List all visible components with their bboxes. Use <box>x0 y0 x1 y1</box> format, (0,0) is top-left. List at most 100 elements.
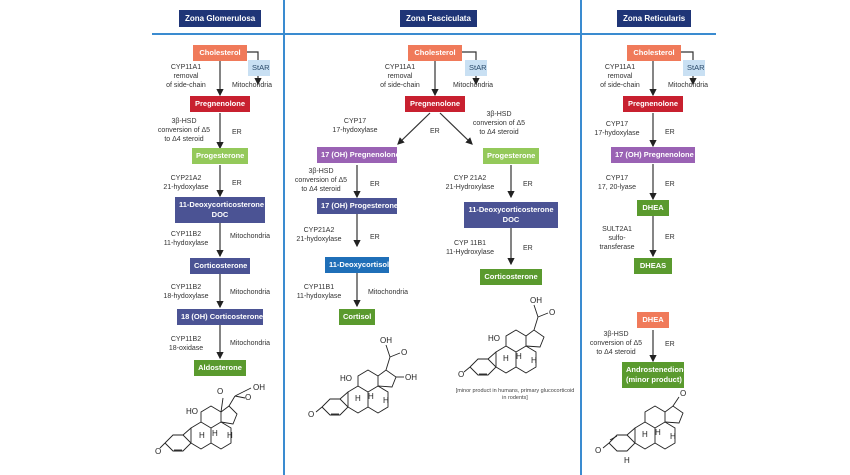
corticosterone-structure: O HO OH O H H H <box>458 296 555 379</box>
svg-text:OH: OH <box>253 383 265 392</box>
svg-text:H: H <box>199 431 205 440</box>
pregnenolone-box: Pregnenolone <box>623 96 683 112</box>
location-label: ER <box>523 181 533 188</box>
svg-text:H: H <box>670 432 676 441</box>
zone-title-reticularis: Zona Reticularis <box>617 10 692 27</box>
dheas-box: DHEAS <box>634 258 672 274</box>
location-label: ER <box>232 180 242 187</box>
svg-text:H: H <box>642 430 648 439</box>
progesterone-box: Progesterone <box>483 148 539 164</box>
location-label: ER <box>370 181 380 188</box>
svg-text:H: H <box>355 394 361 403</box>
corticosterone-box: Corticosterone <box>480 269 542 285</box>
cholesterol-box: Cholesterol <box>193 45 247 61</box>
location-label: Mitochondria <box>668 82 709 89</box>
svg-text:O: O <box>401 348 407 357</box>
aldosterone-box: Aldosterone <box>194 360 246 376</box>
svg-text:HO: HO <box>340 374 352 383</box>
progesterone-box: Progesterone <box>192 148 248 164</box>
oh-corticosterone-box: 18 (OH) Corticosterone <box>177 309 263 325</box>
pregnenolone-box: Pregnenolone <box>190 96 250 112</box>
cholesterol-box: Cholesterol <box>627 45 681 61</box>
svg-text:O: O <box>217 387 223 396</box>
svg-text:H: H <box>655 428 661 437</box>
zone-title-fasciculata: Zona Fasciculata <box>400 10 477 27</box>
dhea-box-2: DHEA <box>637 312 669 328</box>
zone-divider-right <box>580 0 582 475</box>
svg-text:H: H <box>624 456 630 465</box>
location-label: ER <box>370 234 380 241</box>
svg-text:H: H <box>503 354 509 363</box>
corticosterone-note: [minor product in humans, primary glucoc… <box>455 388 575 401</box>
oh-progesterone-box: 17 (OH) Progesterone <box>317 198 398 214</box>
dhea-box: DHEA <box>637 200 669 216</box>
svg-text:HO: HO <box>488 334 500 343</box>
svg-text:OH: OH <box>530 296 542 305</box>
oh-pregnenolone-box: 17 (OH) Pregnenolone <box>317 147 400 163</box>
location-label: ER <box>665 181 675 188</box>
header-divider <box>152 33 716 35</box>
location-label: Mitochondria <box>232 82 273 89</box>
location-label: Mitochondria <box>230 233 271 240</box>
location-label: ER <box>523 245 533 252</box>
svg-text:O: O <box>549 308 555 317</box>
svg-text:H: H <box>531 356 537 365</box>
location-label: ER <box>665 129 675 136</box>
svg-text:H: H <box>212 429 218 438</box>
zone-divider-left <box>283 0 285 475</box>
location-label: ER <box>430 128 440 135</box>
androstenedione-box: Androstenedione(minor product) <box>622 362 688 388</box>
corticosterone-box: Corticosterone <box>190 258 250 274</box>
location-label: Mitochondria <box>368 289 409 296</box>
svg-text:O: O <box>680 389 686 398</box>
svg-text:OH: OH <box>405 373 417 382</box>
aldosterone-structure: O HO O O OH H H H <box>155 383 265 456</box>
svg-text:O: O <box>155 447 161 456</box>
cholesterol-box: Cholesterol <box>408 45 462 61</box>
svg-text:HO: HO <box>186 407 198 416</box>
location-label: Mitochondria <box>230 340 271 347</box>
star-box: StAR <box>465 60 487 76</box>
cortisol-box: Cortisol <box>339 309 375 325</box>
pregnenolone-box: Pregnenolone <box>405 96 465 112</box>
location-label: ER <box>232 129 242 136</box>
svg-text:O: O <box>245 393 251 402</box>
svg-text:H: H <box>383 396 389 405</box>
svg-text:O: O <box>308 410 314 419</box>
oh-pregnenolone-box: 17 (OH) Pregnenolone <box>611 147 695 163</box>
svg-text:H: H <box>227 431 233 440</box>
location-label: Mitochondria <box>453 82 494 89</box>
svg-text:H: H <box>368 392 374 401</box>
cortisol-structure: O HO OH O OH H H H <box>308 336 417 419</box>
svg-text:OH: OH <box>380 336 392 345</box>
svg-text:O: O <box>458 370 464 379</box>
location-label: Mitochondria <box>230 289 271 296</box>
location-label: ER <box>665 341 675 348</box>
androstenedione-structure: O O H H H H <box>595 389 686 465</box>
deoxycortisol-box: 11-Deoxycortisol <box>325 257 389 273</box>
location-label: ER <box>665 234 675 241</box>
zone-title-glomerulosa: Zona Glomerulosa <box>179 10 262 27</box>
